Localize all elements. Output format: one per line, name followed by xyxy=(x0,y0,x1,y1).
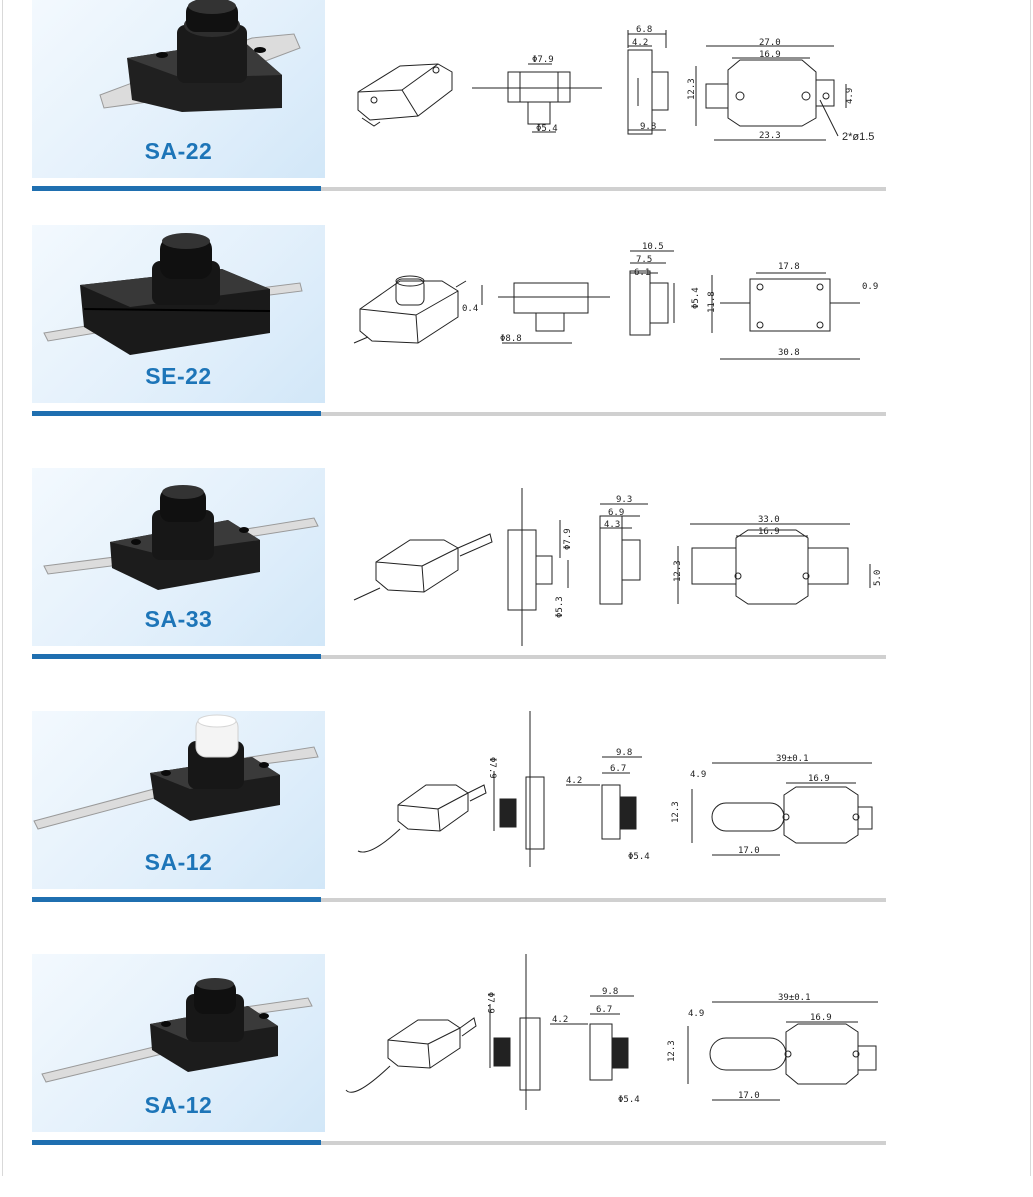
dim-d3: 4.3 xyxy=(604,520,620,530)
dim-d1: 9.8 xyxy=(602,987,618,997)
dim-d3: 6.1 xyxy=(634,268,650,278)
switch-photo-illustration xyxy=(33,714,319,830)
dim-btn-dia: Φ5.4 xyxy=(618,1095,640,1105)
dim-d1: 10.5 xyxy=(642,242,664,252)
technical-drawing: 0.4 Φ8.8 10.5 7.5 6.1 Φ5.4 11.8 17.8 0.9… xyxy=(353,242,878,360)
product-row-sa-22: SA-22 xyxy=(0,0,1033,243)
product-photo: SE-22 xyxy=(32,225,325,403)
dim-d1: 6.8 xyxy=(636,25,652,35)
section-rule-accent xyxy=(32,186,321,191)
technical-drawing: Φ7.9 Φ5.4 6.8 4.2 9.8 27.0 16.9 23.3 12.… xyxy=(357,25,874,143)
model-label: SA-33 xyxy=(144,606,213,632)
dim-height: 12.3 xyxy=(667,1040,677,1062)
dim-body-dia: Φ7.9 xyxy=(485,992,495,1014)
dim-tab: 0.9 xyxy=(862,282,878,292)
dim-d2: 6.7 xyxy=(610,764,626,774)
technical-drawing: Φ7.9 4.2 9.8 6.7 Φ5.4 39±0.1 4.9 16.9 12… xyxy=(357,711,873,867)
dim-length: 33.0 xyxy=(758,515,780,525)
section-rule xyxy=(321,187,886,191)
dim-body-dia: Φ7.9 xyxy=(487,757,497,779)
dim-d1: 9.8 xyxy=(616,748,632,758)
dim-d2: 7.5 xyxy=(636,255,652,265)
dim-length: 27.0 xyxy=(759,38,781,48)
section-rule xyxy=(321,655,886,659)
dim-body-dia: Φ7.9 xyxy=(563,528,573,550)
dim-depth: 9.8 xyxy=(640,122,656,132)
dim-d2: 4.2 xyxy=(632,38,648,48)
section-rule-accent xyxy=(32,411,321,416)
dim-pitch: 16.9 xyxy=(759,50,781,60)
dim-length: 39±0.1 xyxy=(778,993,811,1003)
switch-photo-illustration xyxy=(43,485,319,590)
dim-tab: 4.9 xyxy=(690,770,706,780)
page-edge-right xyxy=(1030,0,1031,1176)
section-rule-accent xyxy=(32,654,321,659)
dim-btn-dia: Φ8.8 xyxy=(500,334,522,344)
technical-drawing: Φ7.9 Φ5.3 9.3 6.9 4.3 33.0 16.9 12.3 5.0 xyxy=(353,488,883,646)
product-photo: SA-12 xyxy=(32,954,325,1132)
model-label: SA-12 xyxy=(144,849,213,875)
section-rule xyxy=(321,898,886,902)
technical-drawing: Φ7.9 4.2 9.8 6.7 Φ5.4 39±0.1 4.9 16.9 12… xyxy=(345,954,878,1110)
product-photo: SA-33 xyxy=(32,468,325,646)
dim-btn-dia: Φ5.4 xyxy=(628,852,650,862)
dim-length: 30.8 xyxy=(778,348,800,358)
dim-btn-dia: Φ5.4 xyxy=(536,124,558,134)
dim-pitch: 16.9 xyxy=(808,774,830,784)
dim-body-dia: Φ7.9 xyxy=(532,55,554,65)
dim-slot: 17.0 xyxy=(738,846,760,856)
section-rule-accent xyxy=(32,897,321,902)
switch-photo-illustration xyxy=(99,0,301,112)
model-label: SE-22 xyxy=(145,363,212,389)
dim-pitch: 17.8 xyxy=(778,262,800,272)
dim-pitch: 16.9 xyxy=(758,527,780,537)
section-rule-accent xyxy=(32,1140,321,1145)
dim-d2: 6.9 xyxy=(608,508,624,518)
product-photo: SA-12 xyxy=(32,711,325,889)
dim-height: 12.3 xyxy=(671,801,681,823)
dim-slot: 17.0 xyxy=(738,1091,760,1101)
model-label: SA-22 xyxy=(144,138,213,164)
dim-tab: 5.0 xyxy=(873,570,883,586)
model-label: SA-12 xyxy=(144,1092,213,1118)
product-row-sa-12-white: SA-12 Φ7.9 4.2 9.8 6.7 xyxy=(0,711,1033,954)
dim-inner: 23.3 xyxy=(759,131,781,141)
dim-offset: 4.2 xyxy=(566,776,582,786)
dim-side-dia: Φ5.4 xyxy=(691,287,701,309)
dim-height: 12.3 xyxy=(687,78,697,100)
switch-photo-illustration xyxy=(41,978,313,1083)
section-rule xyxy=(321,412,886,416)
dim-pitch: 16.9 xyxy=(810,1013,832,1023)
dim-tab: 4.9 xyxy=(688,1009,704,1019)
dim-gap: 0.4 xyxy=(462,304,478,314)
dim-tab: 4.9 xyxy=(845,88,855,104)
dim-length: 39±0.1 xyxy=(776,754,809,764)
product-row-se-22: SE-22 0.4 Φ8.8 10.5 xyxy=(0,225,1033,468)
product-photo: SA-22 xyxy=(32,0,325,178)
dim-height: 12.3 xyxy=(673,560,683,582)
product-row-sa-12-black: SA-12 Φ7.9 4.2 9.8 6.7 xyxy=(0,954,1033,1197)
section-rule xyxy=(321,1141,886,1145)
dim-offset: 4.2 xyxy=(552,1015,568,1025)
dim-d2: 6.7 xyxy=(596,1005,612,1015)
dim-d1: 9.3 xyxy=(616,495,632,505)
dim-btn-dia: Φ5.3 xyxy=(555,596,565,618)
page-edge-left xyxy=(2,0,3,1176)
dim-height: 11.8 xyxy=(707,291,717,313)
product-row-sa-33: SA-33 Φ7.9 Φ5.3 9.3 6.9 4 xyxy=(0,468,1033,711)
switch-photo-illustration xyxy=(43,233,303,355)
dim-hole: 2*ø1.5 xyxy=(842,131,874,143)
